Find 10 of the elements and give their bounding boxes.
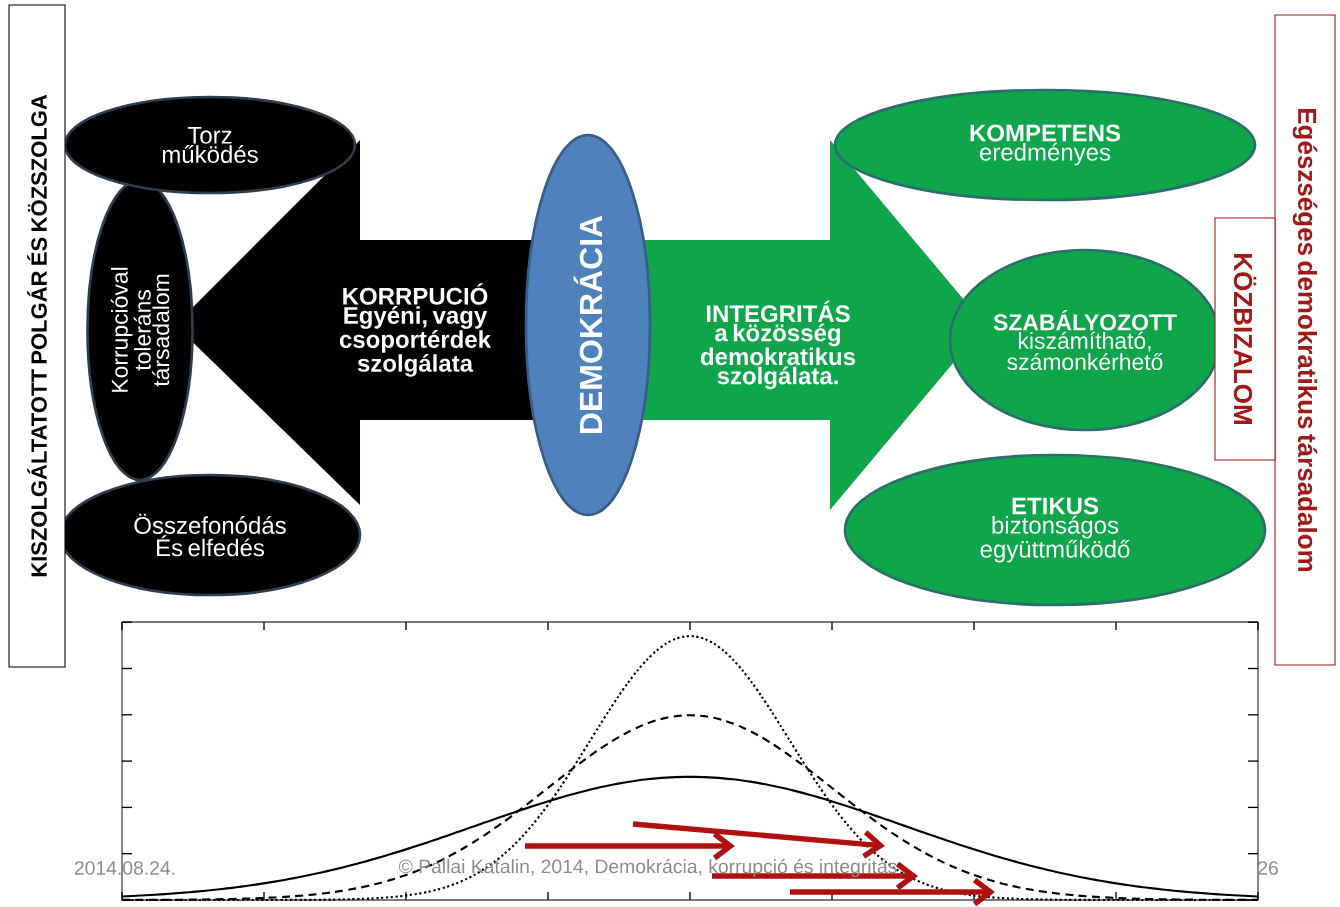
oval: Korrupcióval toleráns társadalom [86, 178, 194, 482]
oval: KOMPETENS eredményes [833, 88, 1257, 202]
oval: DEMOKRÁCIA [524, 133, 652, 517]
side-label-box: KÖZBIZALOM [1214, 217, 1276, 461]
footer-text: 26 [1258, 861, 1278, 875]
oval: Torz működés [63, 95, 357, 195]
side-label-box: KISZOLGÁLTATOTT POLGÁR ÉS KÖZSZOLGA [8, 4, 66, 668]
oval: Összefonódás És elfedés [58, 473, 362, 597]
oval: ETIKUS biztonságos együttműködő [843, 453, 1267, 607]
oval: SZABÁLYOZOTT kiszámítható, számonkérhető [948, 248, 1222, 432]
